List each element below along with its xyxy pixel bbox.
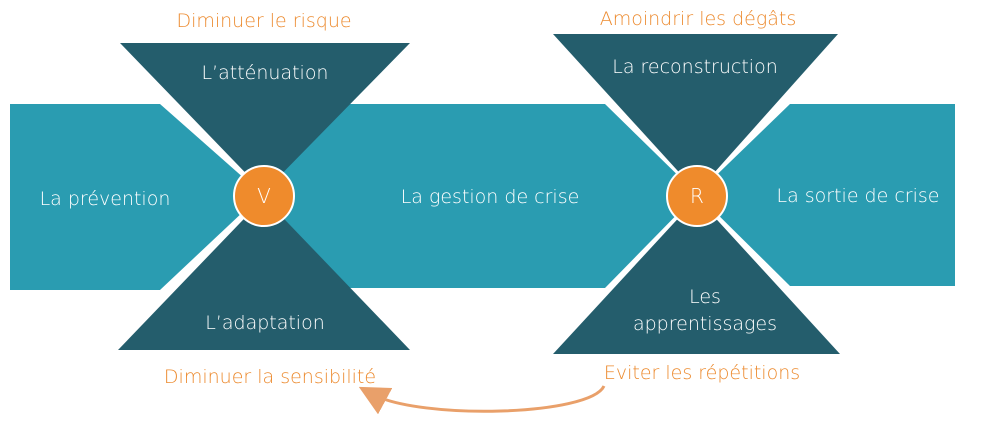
hourglass-r-bottom-label-line2: apprentissages: [632, 313, 778, 335]
stage-crisis-exit: La sortie de crise: [776, 185, 940, 207]
hourglass-r-top-label: La reconstruction: [612, 56, 778, 78]
goal-avoid-repetition: Eviter les répétitions: [603, 362, 801, 384]
band-crisis-exit: [697, 104, 955, 286]
band-crisis-management: [262, 104, 697, 288]
band-prevention: [10, 104, 262, 290]
goal-reduce-sensitivity: Diminuer la sensibilité: [163, 366, 377, 388]
goal-reduce-risk: Diminuer le risque: [176, 10, 352, 32]
circle-v: [233, 165, 295, 227]
hourglass-r-bottom: [553, 198, 840, 354]
circle-r-letter: R: [690, 184, 704, 208]
goal-reduce-damage: Amoindrir les dégâts: [599, 8, 797, 30]
hourglass-v-top: [120, 43, 410, 192]
hourglass-r-bottom-label-line1: Les: [689, 286, 721, 308]
hourglass-v-bottom: [118, 198, 410, 350]
hourglass-v-bottom-label: L’adaptation: [205, 312, 325, 334]
circle-r: [666, 165, 728, 227]
hourglass-v-top-label: L’atténuation: [201, 62, 329, 84]
stage-crisis-management: La gestion de crise: [400, 186, 580, 208]
stage-prevention: La prévention: [39, 188, 171, 210]
feedback-arrow: [358, 385, 606, 415]
hourglass-r-top: [553, 34, 838, 192]
circle-v-letter: V: [257, 184, 271, 208]
